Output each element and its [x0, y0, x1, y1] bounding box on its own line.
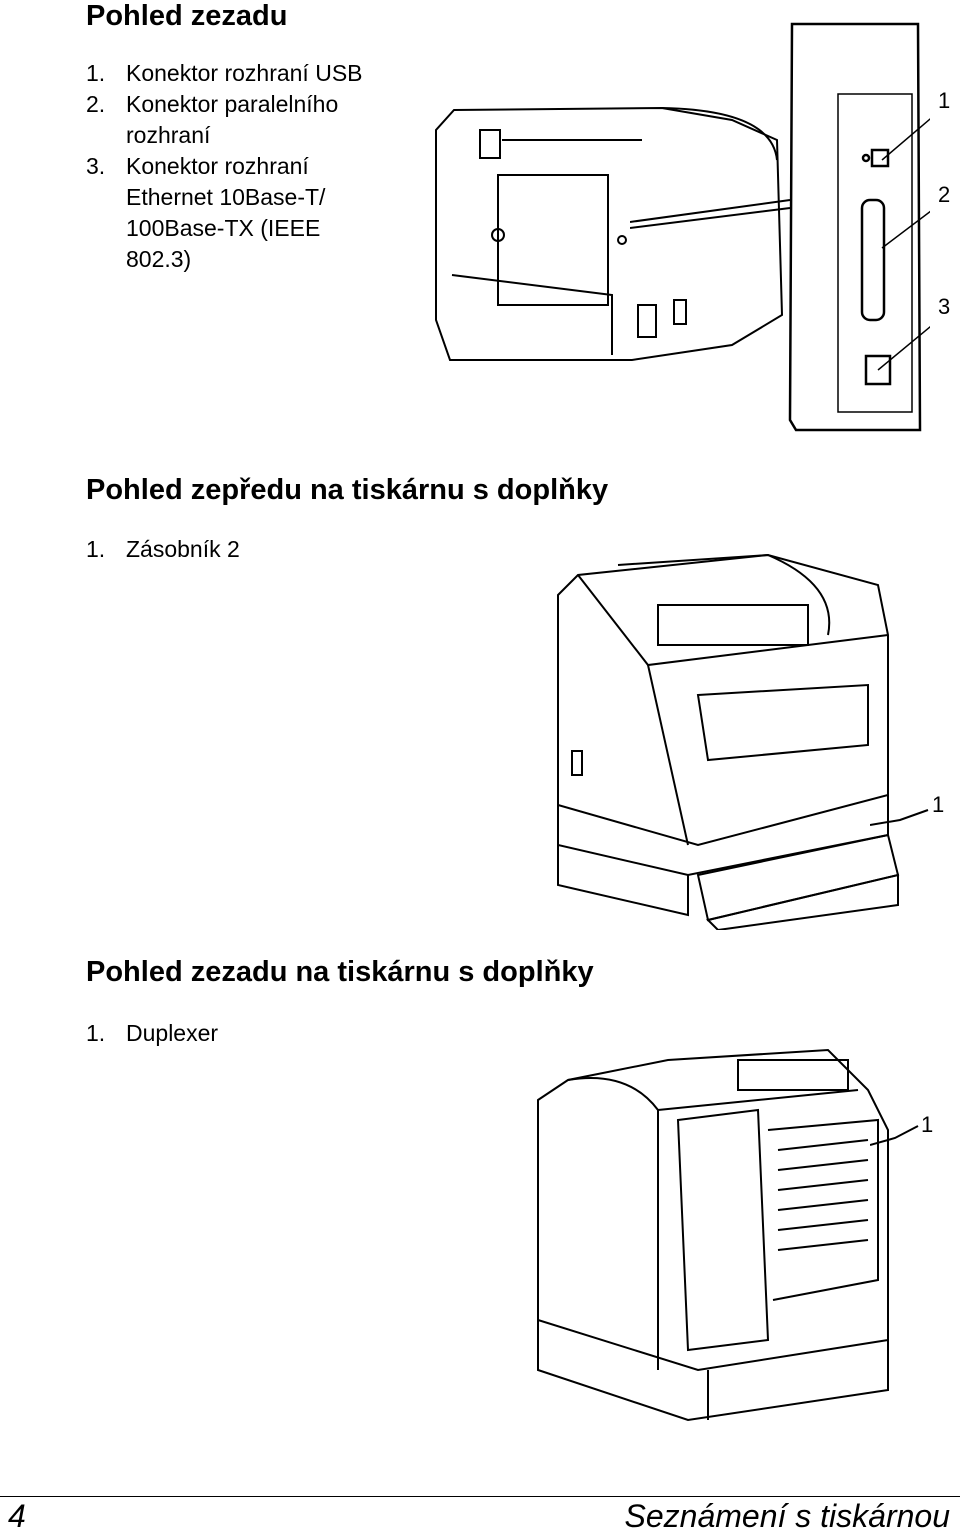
callout-1: 1 — [932, 792, 945, 817]
callout-1: 1 — [921, 1112, 934, 1137]
list-item: 3.Konektor rozhraní Ethernet 10Base-T/ 1… — [86, 153, 326, 272]
printer-front-tray-illustration — [538, 545, 928, 930]
chapter-title: Seznámení s tiskárnou — [624, 1498, 951, 1534]
callout-leader-line — [870, 1125, 919, 1146]
section-heading-rear-view: Pohled zezadu — [86, 0, 288, 32]
rear-view-list: 1.Konektor rozhraní USB 2.Konektor paral… — [86, 58, 386, 275]
front-view-list: 1.Zásobník 2 — [86, 534, 386, 565]
page-number: 4 — [8, 1498, 26, 1534]
list-item: 1.Duplexer — [86, 1020, 219, 1046]
printer-rear-illustration — [432, 100, 790, 365]
rear-view-options-list: 1.Duplexer — [86, 1018, 386, 1049]
printer-rear-duplexer-illustration — [528, 1040, 908, 1430]
callout-leader-line — [870, 809, 929, 826]
list-item: 1.Konektor rozhraní USB — [86, 60, 363, 86]
callout-3: 3 — [938, 294, 951, 319]
connector-panel-illustration — [630, 20, 930, 435]
callout-2: 2 — [938, 182, 951, 207]
list-item: 1.Zásobník 2 — [86, 536, 240, 562]
section-heading-rear-view-options: Pohled zezadu na tiskárnu s doplňky — [86, 956, 594, 988]
list-item: 2.Konektor paralelního rozhraní — [86, 91, 339, 148]
footer-rule — [0, 1496, 960, 1497]
section-heading-front-view-options: Pohled zepředu na tiskárnu s doplňky — [86, 474, 609, 506]
callout-1: 1 — [938, 88, 951, 113]
